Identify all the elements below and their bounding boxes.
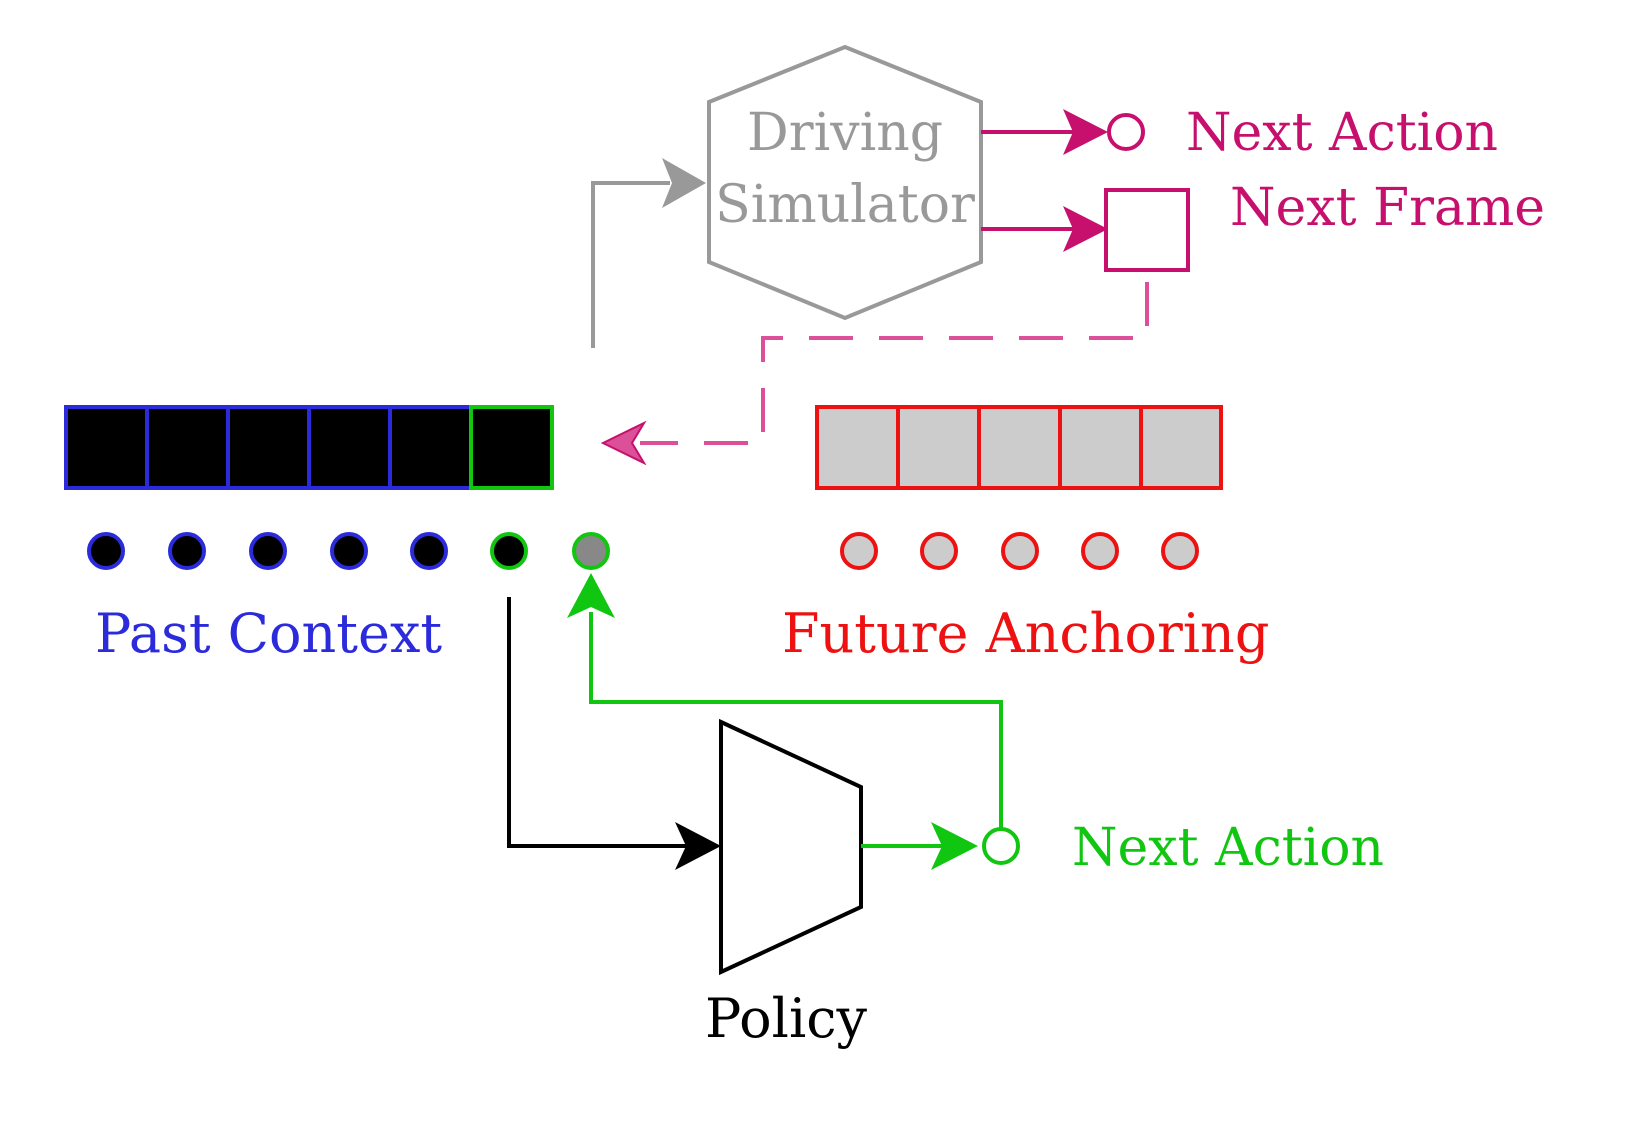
past-action-dot (87, 532, 125, 570)
past-frame (388, 405, 473, 490)
policy-output-arrowhead (931, 822, 978, 870)
past-action-dot (410, 532, 448, 570)
driving-simulator-hexagon (707, 44, 983, 321)
future-anchoring-label: Future Anchoring (782, 602, 1269, 665)
past-frame (64, 405, 149, 490)
future-action-dot (1161, 532, 1199, 570)
future-action-dot (1081, 532, 1119, 570)
policy-input-arrow (507, 597, 690, 848)
policy-next-action-node (982, 827, 1020, 865)
simulator-input-arrowhead (662, 158, 706, 208)
future-frame (977, 405, 1062, 490)
current-action-dot (490, 532, 528, 570)
policy-next-action-label: Next Action (1072, 818, 1384, 878)
sim-next-frame-label: Next Frame (1230, 178, 1545, 238)
future-frame (815, 405, 900, 490)
future-frame (1058, 405, 1143, 490)
future-action-dot (1001, 532, 1039, 570)
action-feedback-arrowhead (567, 573, 615, 618)
driving-simulator-label-line2: Simulator (715, 175, 975, 235)
past-frame (307, 405, 392, 490)
past-frame (145, 405, 230, 490)
future-action-dot (920, 532, 958, 570)
past-frame-current (469, 405, 554, 490)
sim-next-action-node (1107, 113, 1145, 151)
past-context-frames (64, 405, 554, 490)
feedback-dashed-path (640, 282, 1149, 445)
policy-trapezoid (719, 718, 863, 976)
action-feedback-path (589, 612, 1003, 829)
sim-next-action-label: Next Action (1186, 103, 1498, 163)
past-frame (226, 405, 311, 490)
sim-next-frame-arrowhead (1063, 206, 1108, 252)
simulator-input-arrow (591, 181, 670, 348)
policy-input-arrowhead (675, 822, 721, 870)
past-context-label: Past Context (95, 602, 442, 665)
predicted-action-dot (572, 532, 610, 570)
future-action-dot (840, 532, 878, 570)
future-frame (1139, 405, 1223, 490)
future-frame (896, 405, 981, 490)
past-action-dot (168, 532, 206, 570)
driving-simulator-label-line1: Driving (747, 103, 943, 163)
future-anchoring-frames (815, 405, 1223, 490)
past-context-actions (87, 532, 610, 570)
sim-next-action-arrowhead (1063, 109, 1108, 155)
policy-label: Policy (705, 987, 867, 1050)
past-action-dot (330, 532, 368, 570)
past-action-dot (249, 532, 287, 570)
feedback-arrowhead (600, 420, 647, 466)
future-anchoring-actions (840, 532, 1199, 570)
sim-next-frame-box (1104, 188, 1190, 272)
